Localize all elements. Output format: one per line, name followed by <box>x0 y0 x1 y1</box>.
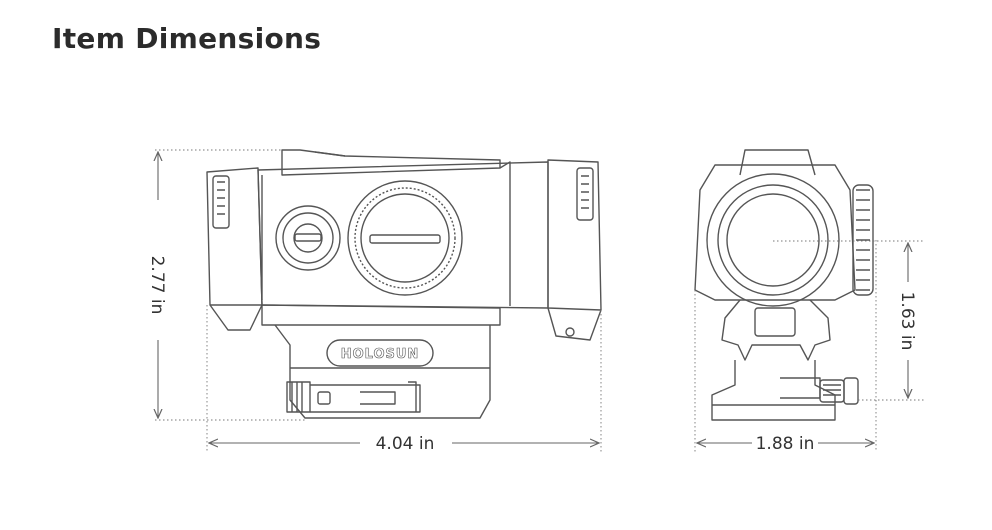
front-view-drawing <box>694 149 874 421</box>
brand-marking: HOLOSUN <box>341 347 420 362</box>
dimension-arrows <box>158 152 908 443</box>
width-dimension-label: 1.88 in <box>756 434 815 454</box>
optical-height-dimension-label: 1.63 in <box>897 292 917 351</box>
length-dimension-label: 4.04 in <box>376 434 435 454</box>
side-view-drawing <box>206 149 602 419</box>
dimension-lines <box>155 149 925 452</box>
height-dimension-label: 2.77 in <box>147 256 167 315</box>
page-title: Item Dimensions <box>52 22 322 55</box>
